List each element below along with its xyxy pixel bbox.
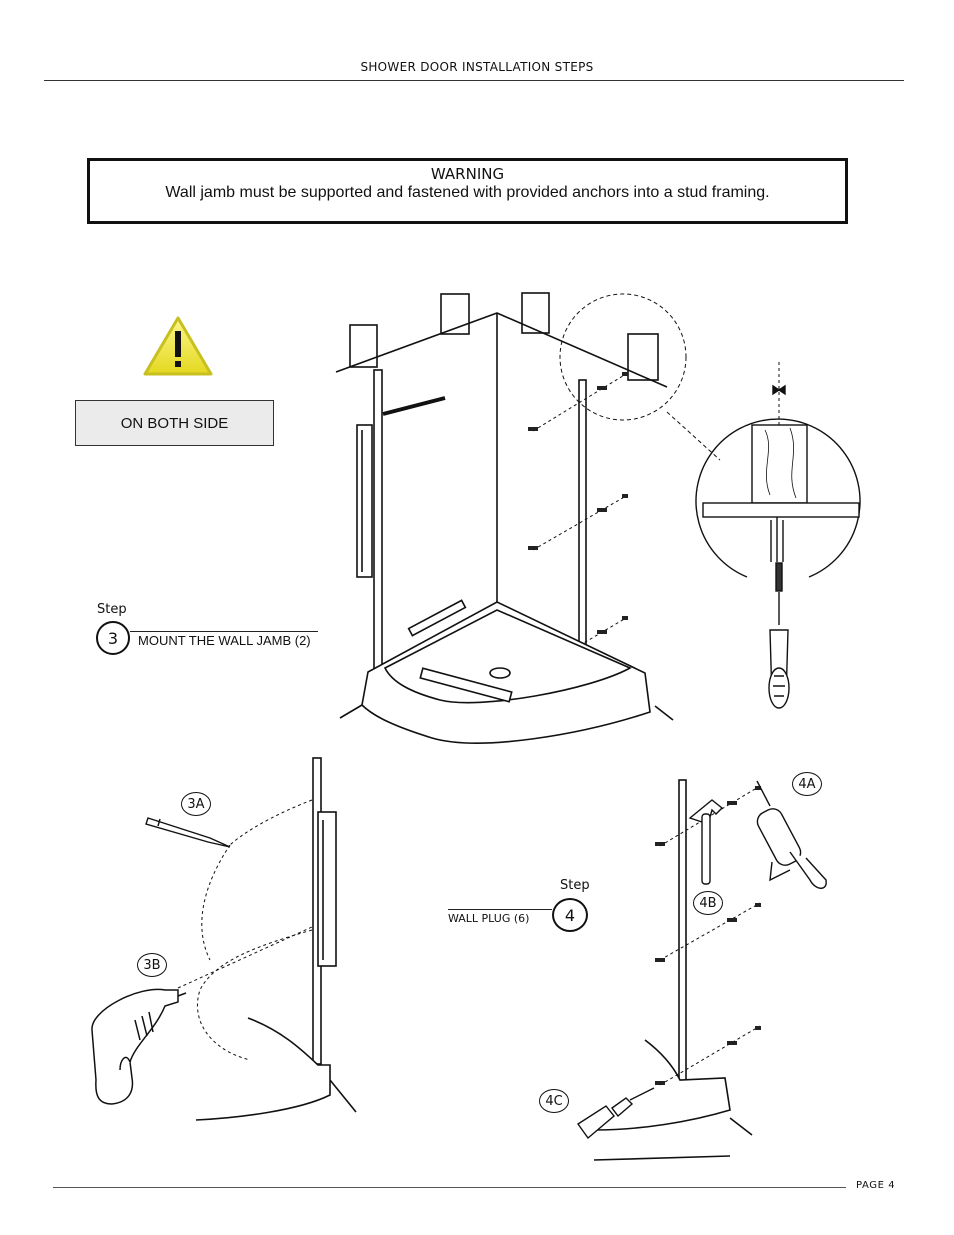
warning-title: WARNING bbox=[430, 165, 505, 183]
screwdriver-icon bbox=[577, 1087, 655, 1140]
callout-4a: 4A bbox=[792, 772, 822, 796]
step4-number-badge: 4 bbox=[552, 898, 588, 932]
power-drill-icon bbox=[91, 988, 187, 1105]
step3-number-badge: 3 bbox=[96, 621, 130, 655]
step4-word: Step bbox=[560, 878, 590, 893]
step4-number: 4 bbox=[564, 905, 576, 925]
warning-text: Wall jamb must be supported and fastened… bbox=[165, 184, 770, 201]
step3-underline bbox=[130, 631, 318, 632]
callout-4c: 4C bbox=[539, 1089, 569, 1113]
step4-label: WALL PLUG (6) bbox=[448, 912, 530, 925]
step3-number: 3 bbox=[107, 628, 119, 648]
stud-detail-magnifier bbox=[695, 362, 861, 709]
page-number: PAGE 4 bbox=[856, 1180, 896, 1191]
pencil-icon bbox=[145, 817, 231, 848]
step3-detail-scene bbox=[177, 757, 357, 1121]
step3-label: MOUNT THE WALL JAMB (2) bbox=[138, 633, 311, 648]
both-side-note: ON BOTH SIDE bbox=[75, 400, 274, 446]
corner-wall-scene bbox=[335, 292, 721, 744]
caulking-gun-icon bbox=[756, 780, 827, 889]
callout-3a: 3A bbox=[181, 792, 211, 816]
step3-word: Step bbox=[97, 602, 127, 617]
header-divider bbox=[44, 80, 904, 81]
hammer-icon bbox=[688, 799, 724, 885]
footer-divider bbox=[53, 1187, 846, 1188]
step4-underline bbox=[448, 909, 552, 910]
page-header-title: SHOWER DOOR INSTALLATION STEPS bbox=[360, 60, 594, 74]
warning-box: WARNING Wall jamb must be supported and … bbox=[87, 158, 848, 224]
callout-4b: 4B bbox=[693, 891, 723, 915]
warning-triangle-icon bbox=[143, 316, 213, 376]
callout-3b: 3B bbox=[137, 953, 167, 977]
